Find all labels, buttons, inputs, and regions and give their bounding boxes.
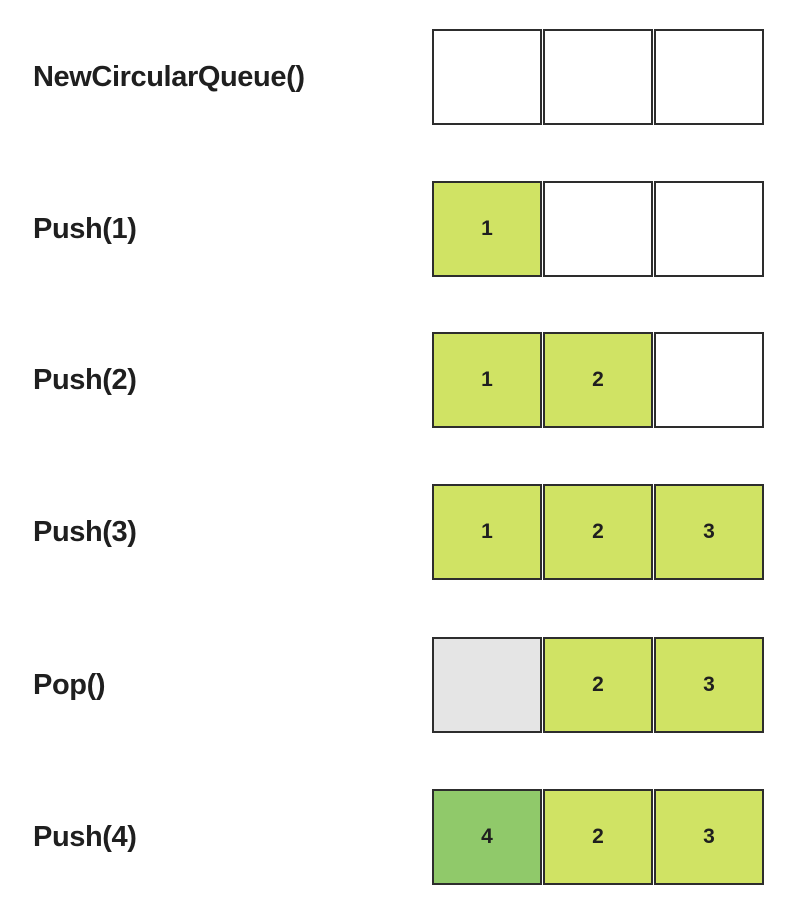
queue-cell	[432, 29, 542, 125]
cell-value: 2	[592, 368, 604, 391]
queue-cell: 4	[432, 789, 542, 885]
operation-row-push-1: Push(1) 1	[0, 181, 786, 277]
cell-value: 2	[592, 520, 604, 543]
queue-cell	[654, 181, 764, 277]
queue-cell	[432, 637, 542, 733]
queue-cell	[543, 181, 653, 277]
queue-cell	[543, 29, 653, 125]
queue-cells: 2 3	[432, 637, 764, 733]
cell-value: 3	[703, 673, 715, 696]
queue-cells	[432, 29, 764, 125]
queue-cell: 2	[543, 637, 653, 733]
queue-cell	[654, 29, 764, 125]
operation-label: Pop()	[33, 668, 106, 701]
cell-value: 3	[703, 825, 715, 848]
cell-value: 3	[703, 520, 715, 543]
operation-row-pop: Pop() 2 3	[0, 637, 786, 733]
queue-cell: 2	[543, 484, 653, 580]
operation-row-new-circular-queue: NewCircularQueue()	[0, 29, 786, 125]
operation-label: Push(4)	[33, 820, 137, 853]
queue-cells: 1	[432, 181, 764, 277]
cell-value: 1	[481, 520, 493, 543]
queue-cell: 3	[654, 484, 764, 580]
operation-label: NewCircularQueue()	[33, 60, 305, 93]
operation-row-push-3: Push(3) 1 2 3	[0, 484, 786, 580]
operation-row-push-2: Push(2) 1 2	[0, 332, 786, 428]
cell-value: 4	[481, 825, 493, 848]
cell-value: 2	[592, 825, 604, 848]
queue-cell: 2	[543, 789, 653, 885]
queue-cell: 1	[432, 484, 542, 580]
cell-value: 1	[481, 217, 493, 240]
queue-cells: 1 2	[432, 332, 764, 428]
queue-cell: 1	[432, 181, 542, 277]
cell-value: 2	[592, 673, 604, 696]
operation-label: Push(1)	[33, 212, 137, 245]
queue-cell: 2	[543, 332, 653, 428]
operation-label: Push(2)	[33, 363, 137, 396]
queue-cell: 1	[432, 332, 542, 428]
queue-cell: 3	[654, 789, 764, 885]
queue-cell: 3	[654, 637, 764, 733]
cell-value: 1	[481, 368, 493, 391]
queue-cells: 1 2 3	[432, 484, 764, 580]
queue-cell	[654, 332, 764, 428]
operation-label: Push(3)	[33, 515, 137, 548]
queue-cells: 4 2 3	[432, 789, 764, 885]
operation-row-push-4: Push(4) 4 2 3	[0, 789, 786, 885]
